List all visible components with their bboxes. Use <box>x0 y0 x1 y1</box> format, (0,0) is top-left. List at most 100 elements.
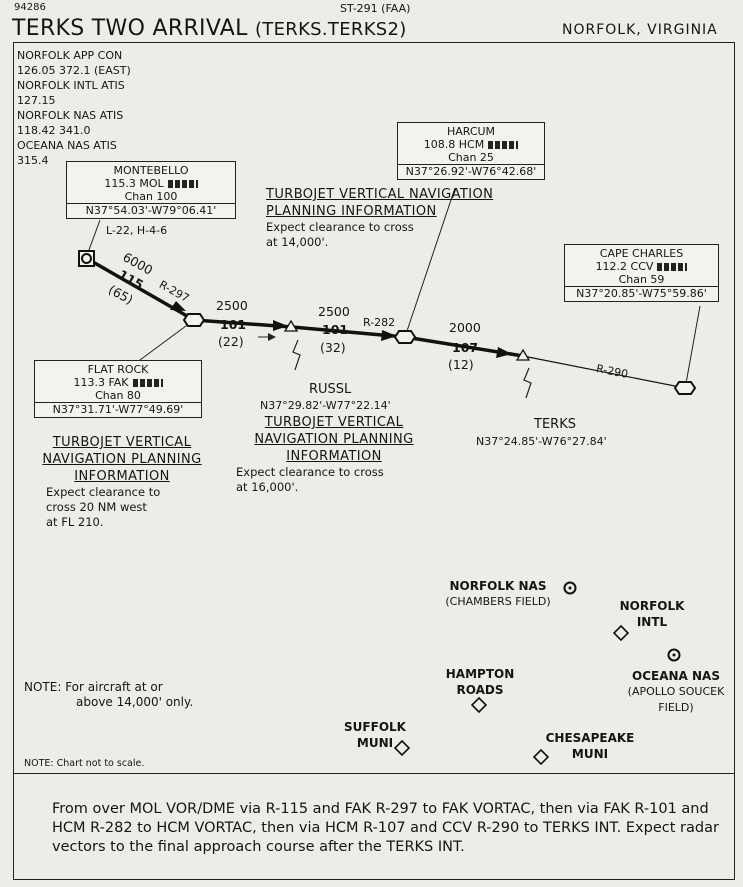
tvn-heading: NAVIGATION PLANNING <box>42 452 202 467</box>
segment-russl-hcm-radial: R-282 <box>363 316 396 329</box>
navaid-coordinates: N37°54.03'-W79°06.41' <box>67 203 235 218</box>
russl-coordinates: N37°29.82'-W77°22.14' <box>260 399 391 412</box>
segment-russl-hcm-course: 101 <box>322 322 349 337</box>
segment-fak-russl-distance: (22) <box>218 334 244 349</box>
hampton-roads-label: HAMPTON ROADS <box>440 666 520 698</box>
norfolk-intl-airport-icon <box>612 624 630 642</box>
navaid-frequency: 113.3 FAK <box>35 376 201 389</box>
arrow-russl <box>273 320 288 331</box>
tvn-heading: TURBOJET VERTICAL <box>264 415 404 430</box>
suffolk-label: SUFFOLK MUNI <box>340 719 410 751</box>
tvn-heading: INFORMATION <box>74 469 170 484</box>
tvn-heading: PLANNING INFORMATION <box>266 204 437 219</box>
chesapeake-airport-icon <box>532 748 550 766</box>
russl-intersection-icon <box>283 319 299 332</box>
break-symbol-terks <box>523 367 532 399</box>
airport-name: NORFOLK <box>619 599 685 613</box>
morse-code-icon <box>132 379 163 387</box>
leader-harcum <box>404 187 456 338</box>
freq-line: 126.05 372.1 (EAST) <box>17 64 131 77</box>
tvn-heading: NAVIGATION PLANNING <box>254 432 414 447</box>
leader-capecharles <box>684 305 701 390</box>
segment-hcm-terks-altitude: 2000 <box>449 320 481 335</box>
navaid-name: CAPE CHARLES <box>599 247 684 260</box>
navaid-channel: Chan 100 <box>124 190 178 203</box>
terks-intersection-icon <box>515 348 531 361</box>
navaid-coordinates: N37°31.71'-W77°49.69' <box>35 402 201 417</box>
capecharles-vortac-icon <box>673 381 697 395</box>
navaid-freq-text: 112.2 CCV <box>595 260 654 273</box>
russl-name: RUSSL <box>309 382 352 397</box>
route-terks-ccv <box>522 355 686 389</box>
arrow-hcm <box>381 330 397 341</box>
navaid-channel: Chan 80 <box>95 389 141 402</box>
norfolk-nas-label: NORFOLK NAS (CHAMBERS FIELD) <box>438 578 558 610</box>
morse-code-icon <box>167 180 198 188</box>
chart-reference: ST-291 (FAA) <box>340 2 411 15</box>
tvn-block-top: TURBOJET VERTICAL NAVIGATION PLANNING IN… <box>266 186 493 250</box>
tvn-heading: TURBOJET VERTICAL NAVIGATION <box>266 187 494 202</box>
tvn-text: Expect clearance to <box>46 485 161 499</box>
navaid-frequency: 108.8 HCM <box>398 138 544 151</box>
arrow-terks <box>496 347 512 358</box>
hampton-roads-airport-icon <box>470 696 488 714</box>
freq-line: NORFOLK INTL ATIS <box>17 79 125 92</box>
tvn-heading: INFORMATION <box>286 449 382 464</box>
tvn-block-mid: TURBOJET VERTICAL NAVIGATION PLANNING IN… <box>236 414 432 495</box>
segment-russl-hcm-altitude: 2500 <box>318 304 350 319</box>
tvn-text: at FL 210. <box>46 515 104 529</box>
computer-code: (TERKS.TERKS2) <box>254 19 407 40</box>
freq-line: OCEANA NAS ATIS <box>17 139 117 152</box>
montebello-navaid-box: MONTEBELLO 115.3 MOL Chan 100 N37°54.03'… <box>66 161 236 219</box>
norfolk-nas-airport-icon <box>563 581 577 595</box>
airport-subname: FIELD) <box>658 701 694 714</box>
suffolk-airport-icon <box>393 739 411 757</box>
tvn-text: cross 20 NM west <box>46 500 147 514</box>
capecharles-navaid-box: CAPE CHARLES 112.2 CCV Chan 59 N37°20.85… <box>564 244 719 302</box>
terks-coordinates: N37°24.85'-W76°27.84' <box>476 435 607 448</box>
note-scale: NOTE: Chart not to scale. <box>24 758 145 769</box>
tvn-text: Expect clearance to cross <box>236 465 384 479</box>
chart-frame <box>13 42 735 880</box>
airport-name: NORFOLK NAS <box>449 579 547 593</box>
airport-subname: MUNI <box>571 747 609 761</box>
harcum-vortac-icon <box>393 330 417 344</box>
navaid-name: FLAT ROCK <box>87 363 149 376</box>
tvn-text: at 14,000'. <box>266 235 329 249</box>
leader-flatrock <box>139 319 195 361</box>
navaid-frequency: 112.2 CCV <box>565 260 718 273</box>
navaid-name: MONTEBELLO <box>113 164 189 177</box>
airport-name: CHESAPEAKE <box>545 731 635 745</box>
oceana-airport-dot <box>672 653 676 657</box>
airport-name: OCEANA NAS <box>632 669 720 683</box>
navaid-frequency: 115.3 MOL <box>67 177 235 190</box>
navaid-freq-text: 113.3 FAK <box>73 376 129 389</box>
arrow-mol-fak <box>170 301 186 311</box>
segment-fak-russl-altitude: 2500 <box>216 298 248 313</box>
segment-russl-hcm-distance: (32) <box>320 340 346 355</box>
airport-subname: (CHAMBERS FIELD) <box>445 595 551 608</box>
montebello-vor-ring <box>81 253 92 264</box>
note-line: above 14,000' only. <box>76 695 194 709</box>
airport-subname: INTL <box>636 615 668 629</box>
airport-subname: (APOLLO SOUCEK <box>627 685 725 698</box>
segment-hcm-terks-course: 107 <box>452 340 479 355</box>
tvn-text: at 16,000'. <box>236 480 299 494</box>
navaid-channel: Chan 59 <box>618 273 665 286</box>
morse-code-icon <box>657 263 688 271</box>
chesapeake-label: CHESAPEAKE MUNI <box>540 730 640 762</box>
procedure-title: TERKS TWO ARRIVAL (TERKS.TERKS2) <box>12 16 407 41</box>
navaid-freq-text: 115.3 MOL <box>104 177 164 190</box>
airport-name: SUFFOLK <box>344 720 406 734</box>
freq-line: NORFOLK NAS ATIS <box>17 109 124 122</box>
harcum-navaid-box: HARCUM 108.8 HCM Chan 25 N37°26.92'-W76°… <box>397 122 545 180</box>
navaid-coordinates: N37°26.92'-W76°42.68' <box>398 164 544 179</box>
navaid-channel: Chan 25 <box>448 151 494 164</box>
flatrock-navaid-box: FLAT ROCK 113.3 FAK Chan 80 N37°31.71'-W… <box>34 360 202 418</box>
freq-line: 118.42 341.0 <box>17 124 91 137</box>
tvn-block-left: TURBOJET VERTICAL NAVIGATION PLANNING IN… <box>22 434 222 530</box>
break-symbol-russl <box>292 339 301 371</box>
navaid-coordinates: N37°20.85'-W75°59.86' <box>565 286 718 301</box>
airport-subname: MUNI <box>356 736 394 750</box>
airport-name: HAMPTON <box>445 667 515 681</box>
